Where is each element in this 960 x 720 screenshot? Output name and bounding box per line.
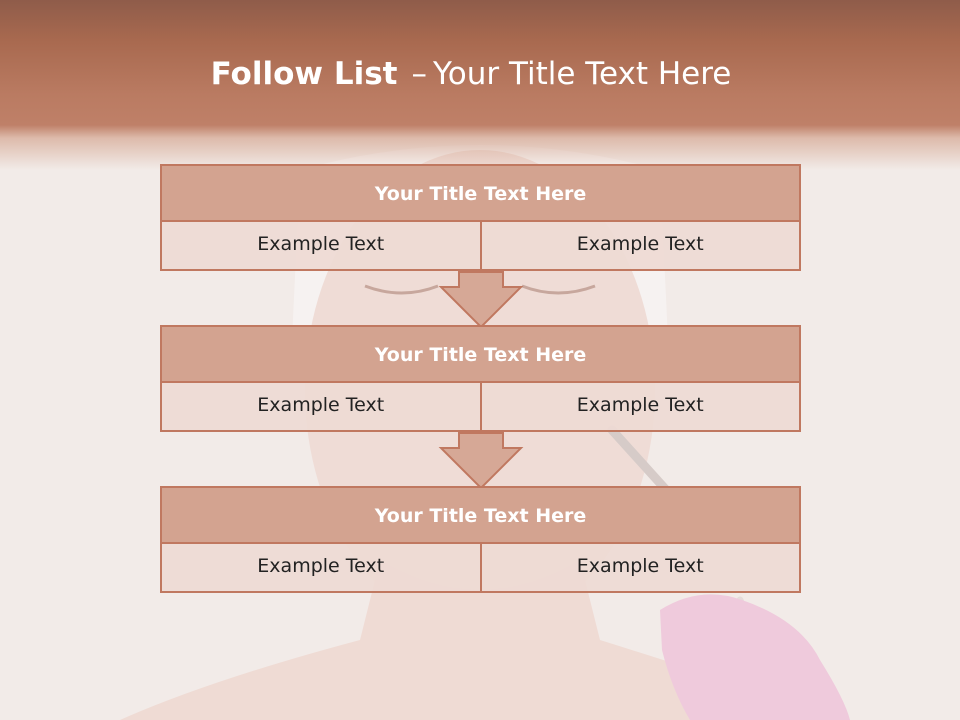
- block-title: Your Title Text Here: [160, 164, 801, 222]
- block-cell-left: Example Text: [160, 544, 481, 593]
- block-cell-right: Example Text: [480, 383, 801, 432]
- down-arrow-icon: [438, 271, 524, 329]
- header-band: [0, 0, 960, 170]
- block-cell-left: Example Text: [160, 222, 481, 271]
- block-title: Your Title Text Here: [160, 325, 801, 383]
- block-cell-right: Example Text: [480, 222, 801, 271]
- slide-title-separator: –: [411, 56, 427, 92]
- block-title: Your Title Text Here: [160, 486, 801, 544]
- block-row: Example Text Example Text: [160, 544, 801, 593]
- slide-title-bold: Follow List: [210, 56, 398, 92]
- block-cell-right: Example Text: [480, 544, 801, 593]
- block-row: Example Text Example Text: [160, 222, 801, 271]
- list-block-2: Your Title Text Here Example Text Exampl…: [160, 325, 801, 432]
- list-block-3: Your Title Text Here Example Text Exampl…: [160, 486, 801, 593]
- slide-title: Follow List–Your Title Text Here: [0, 56, 942, 92]
- down-arrow-icon: [438, 432, 524, 490]
- list-block-1: Your Title Text Here Example Text Exampl…: [160, 164, 801, 271]
- block-cell-left: Example Text: [160, 383, 481, 432]
- slide-title-rest: Your Title Text Here: [432, 56, 732, 92]
- block-row: Example Text Example Text: [160, 383, 801, 432]
